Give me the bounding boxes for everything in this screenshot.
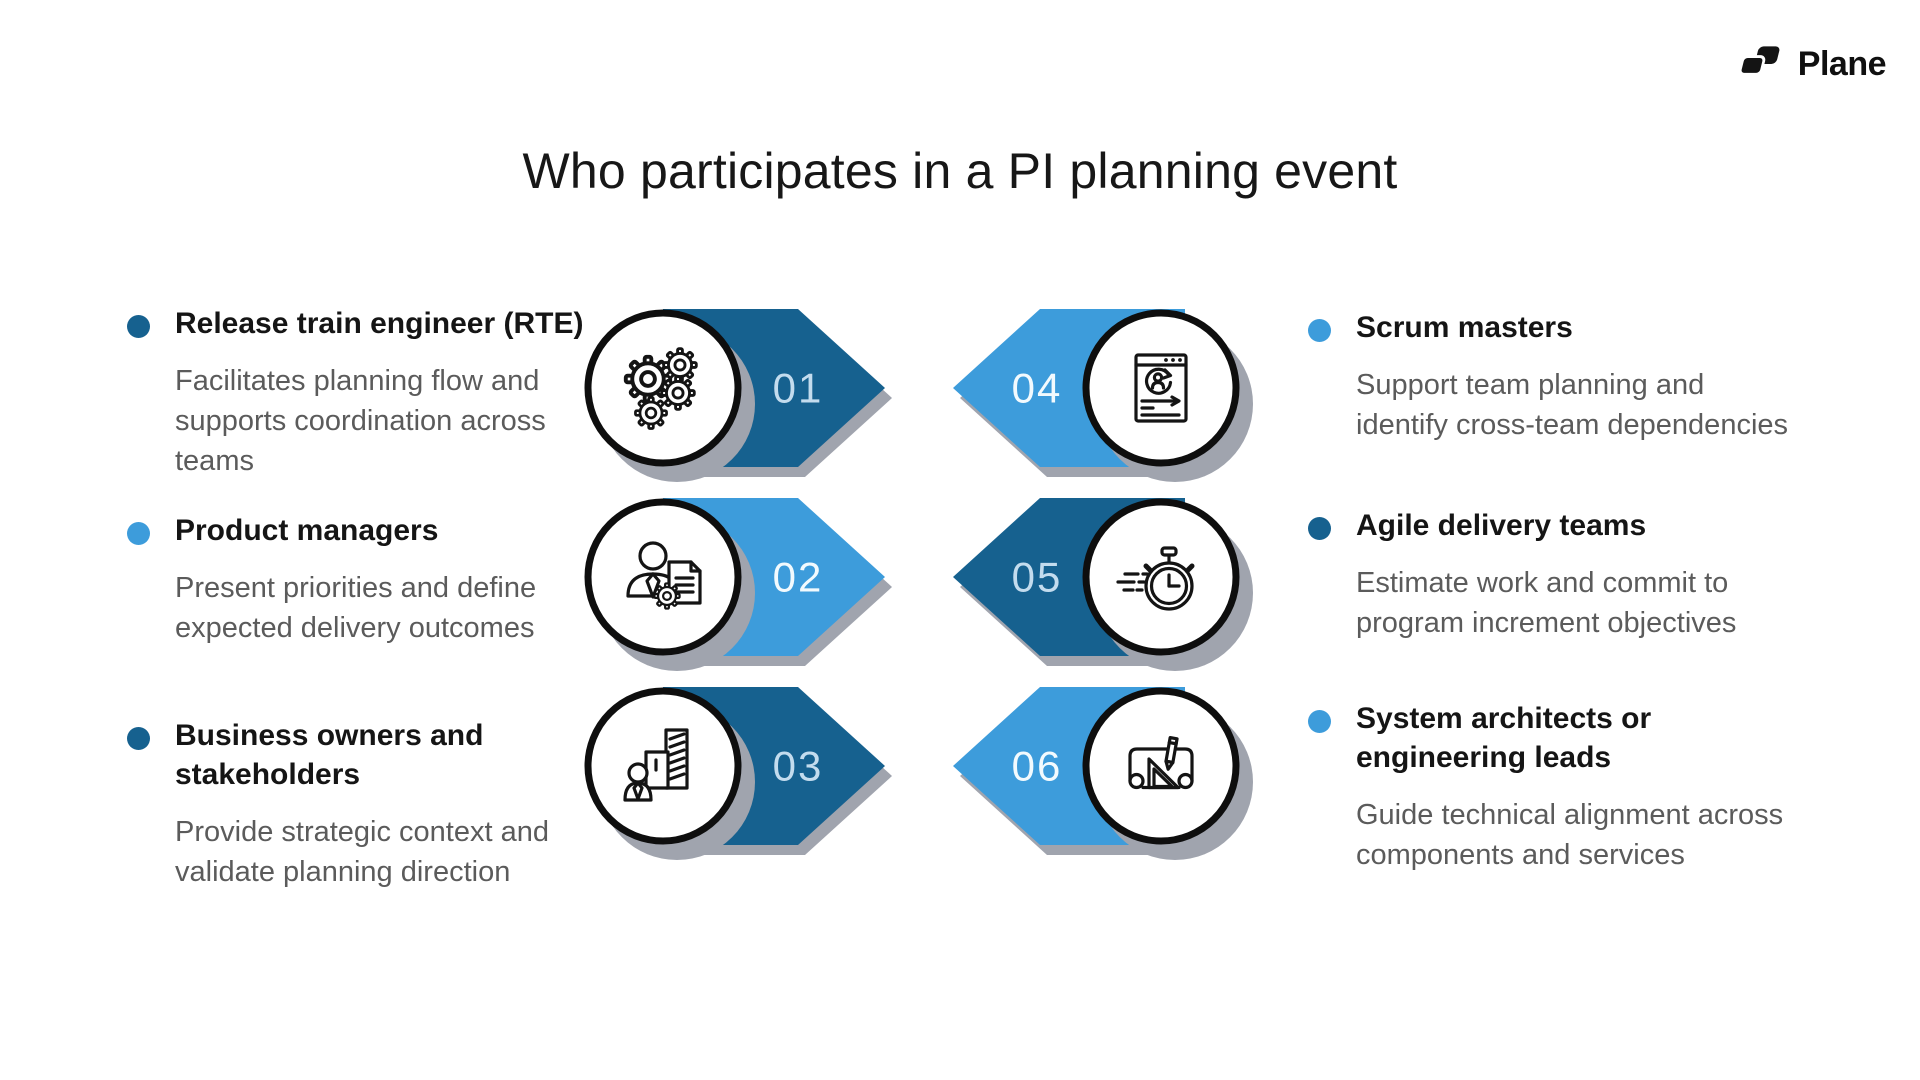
participant-description: Guide technical alignment across compone… bbox=[1356, 799, 1784, 871]
item-03-graphic: 03 bbox=[584, 687, 892, 860]
participant-item-01: Release train engineer (RTE) Facilitates… bbox=[127, 304, 583, 481]
bullet-dot bbox=[127, 727, 150, 750]
plane-logo-icon bbox=[1738, 46, 1780, 76]
participant-title: Business owners and stakeholders bbox=[175, 719, 484, 791]
item-number: 01 bbox=[773, 365, 824, 412]
item-number: 04 bbox=[1012, 365, 1063, 412]
item-04-graphic: 04 bbox=[953, 309, 1253, 482]
participant-title: System architects or engineering leads bbox=[1356, 702, 1652, 774]
participant-description: Facilitates planning flow and supports c… bbox=[175, 365, 546, 477]
bullet-dot bbox=[1308, 319, 1331, 342]
participant-description: Support team planning and identify cross… bbox=[1356, 369, 1789, 441]
participant-item-02: Product managers Present priorities and … bbox=[127, 511, 536, 648]
bullet-dot bbox=[1308, 517, 1331, 540]
participant-description: Present priorities and define expected d… bbox=[175, 572, 537, 644]
item-number: 03 bbox=[773, 743, 824, 790]
participant-title: Scrum masters bbox=[1356, 311, 1573, 344]
item-number: 06 bbox=[1012, 743, 1063, 790]
participant-title: Release train engineer (RTE) bbox=[175, 307, 584, 340]
page-title: Who participates in a PI planning event bbox=[522, 143, 1398, 199]
buildings-icon bbox=[623, 728, 689, 802]
participant-title: Agile delivery teams bbox=[1356, 509, 1647, 542]
participant-description: Provide strategic context and validate p… bbox=[175, 816, 549, 888]
sprint-cycle-icon bbox=[1134, 353, 1188, 423]
bullet-dot bbox=[127, 315, 150, 338]
item-06-graphic: 06 bbox=[953, 687, 1253, 860]
participant-item-04: Scrum masters Support team planning and … bbox=[1308, 308, 1788, 445]
item-01-graphic: 01 bbox=[584, 309, 892, 482]
item-02-graphic: 02 bbox=[584, 498, 892, 671]
item-number: 05 bbox=[1012, 554, 1063, 601]
participant-item-06: System architects or engineering leads G… bbox=[1308, 699, 1801, 875]
brand-logo: Plane bbox=[1737, 44, 1887, 84]
participant-description: Estimate work and commit to program incr… bbox=[1356, 567, 1737, 639]
blueprint-icon bbox=[1128, 736, 1194, 790]
bullet-dot bbox=[1308, 710, 1331, 733]
bullet-dot bbox=[127, 522, 150, 545]
brand-name: Plane bbox=[1797, 44, 1887, 83]
item-number: 02 bbox=[773, 554, 824, 601]
participant-title: Product managers bbox=[175, 514, 439, 547]
item-05-graphic: 05 bbox=[953, 498, 1253, 671]
participant-item-03: Business owners and stakeholders Provide… bbox=[127, 716, 620, 892]
participant-item-05: Agile delivery teams Estimate work and c… bbox=[1308, 506, 1736, 643]
stopwatch-icon bbox=[1116, 546, 1195, 611]
product-manager-icon bbox=[626, 541, 702, 610]
